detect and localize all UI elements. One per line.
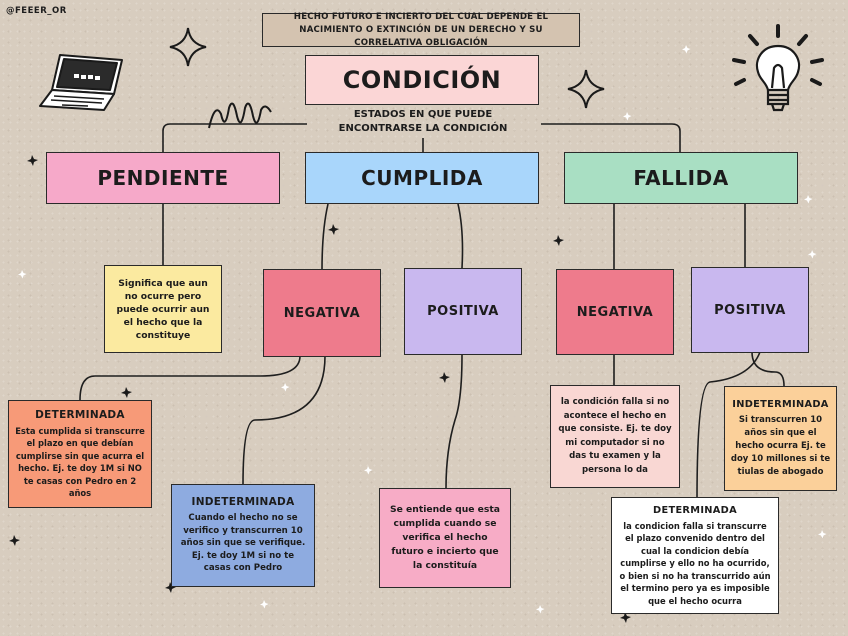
fallida-indeterminada-title: INDETERMINADA (732, 398, 828, 411)
fallida-negativa-desc-box: la condición falla si no acontece el hec… (550, 385, 680, 488)
pendiente-desc-box: Significa que aun no ocurre pero puede o… (104, 265, 222, 353)
cumplida-negativa-box: NEGATIVA (263, 269, 381, 357)
cumplida-determinada-title: DETERMINADA (35, 409, 125, 422)
fallida-determinada-title: DETERMINADA (653, 504, 737, 517)
fallida-negativa-label: NEGATIVA (577, 305, 653, 320)
cumplida-indeterminada-title: INDETERMINADA (191, 496, 294, 509)
fallida-determinada-box: DETERMINADA la condicion falla si transc… (611, 497, 779, 614)
subtitle: ESTADOS EN QUE PUEDE ENCONTRARSE LA COND… (320, 108, 526, 136)
definition-note: HECHO FUTURO E INCIERTO DEL CUAL DEPENDE… (262, 13, 580, 47)
cumplida-indeterminada-desc: Cuando el hecho no se verifico y transcu… (180, 512, 306, 575)
fallida-box: FALLIDA (564, 152, 798, 204)
fallida-positiva-label: POSITIVA (714, 303, 786, 318)
definition-text: HECHO FUTURO E INCIERTO DEL CUAL DEPENDE… (271, 11, 571, 50)
cumplida-positiva-box: POSITIVA (404, 268, 522, 355)
fallida-negativa-desc: la condición falla si no acontece el hec… (557, 396, 673, 477)
laptop-icon (38, 52, 128, 114)
watermark: @FEEER_OR (6, 6, 67, 16)
fallida-indeterminada-desc: Si transcurren 10 años sin que el hecho … (729, 414, 832, 479)
main-title-box: CONDICIÓN (305, 55, 539, 105)
fallida-determinada-desc: la condicion falla si transcurre el plaz… (618, 520, 772, 608)
fallida-indeterminada-box: INDETERMINADA Si transcurren 10 años sin… (724, 386, 837, 491)
sparkle-icon (168, 26, 208, 68)
cumplida-positiva-label: POSITIVA (427, 304, 499, 319)
cumplida-title: CUMPLIDA (361, 166, 483, 190)
pendiente-title: PENDIENTE (97, 166, 228, 190)
cumplida-determinada-box: DETERMINADA Esta cumplida si transcurre … (8, 400, 152, 508)
sparkle-icon (566, 68, 606, 110)
cumplida-indeterminada-box: INDETERMINADA Cuando el hecho no se veri… (171, 484, 315, 587)
cumplida-positiva-desc: Se entiende que esta cumplida cuando se … (390, 503, 500, 573)
fallida-negativa-box: NEGATIVA (556, 269, 674, 355)
cumplida-box: CUMPLIDA (305, 152, 539, 204)
pendiente-box: PENDIENTE (46, 152, 280, 204)
cumplida-determinada-desc: Esta cumplida si transcurre el plazo en … (15, 425, 145, 500)
fallida-title: FALLIDA (633, 166, 728, 190)
cumplida-negativa-label: NEGATIVA (284, 306, 360, 321)
main-title: CONDICIÓN (343, 66, 501, 94)
swirl-icon (205, 98, 275, 138)
fallida-positiva-box: POSITIVA (691, 267, 809, 353)
cumplida-positiva-desc-box: Se entiende que esta cumplida cuando se … (379, 488, 511, 588)
pendiente-desc: Significa que aun no ocurre pero puede o… (113, 277, 213, 342)
lightbulb-icon (726, 22, 830, 126)
